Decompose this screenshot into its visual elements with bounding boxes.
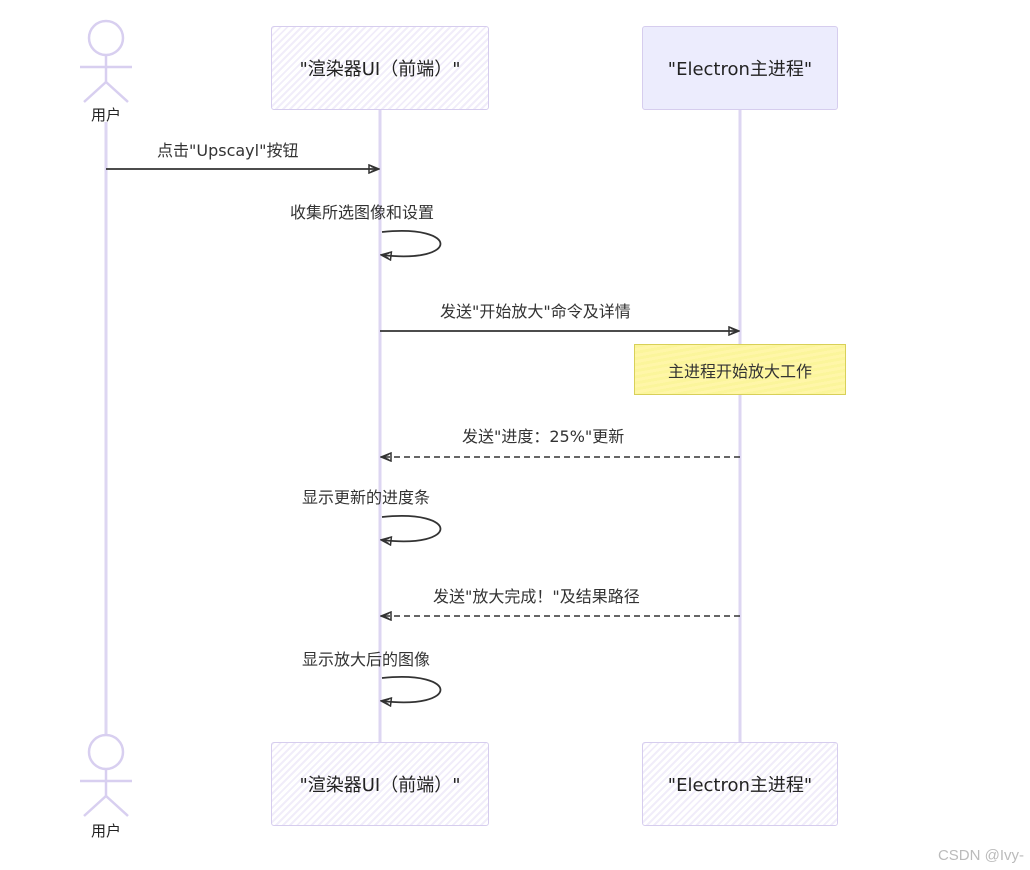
participant-renderer-bottom: "渲染器UI（前端）" — [271, 742, 489, 826]
self-loop-arrow — [382, 230, 442, 256]
message-label: 发送"开始放大"命令及详情 — [440, 302, 631, 321]
user-actor-icon — [80, 19, 132, 103]
message-label: 收集所选图像和设置 — [290, 203, 435, 222]
participant-main-top: "Electron主进程" — [642, 26, 838, 110]
note-main-process: 主进程开始放大工作 — [634, 344, 846, 395]
message-label: 显示更新的进度条 — [302, 488, 431, 507]
message-label: 显示放大后的图像 — [302, 650, 431, 669]
message-label: 点击"Upscayl"按钮 — [157, 141, 299, 160]
actor-label-top: 用户 — [90, 106, 121, 124]
watermark: CSDN @Ivy- — [937, 847, 1024, 864]
participant-main-bottom: "Electron主进程" — [642, 742, 838, 826]
actor-label-bottom: 用户 — [90, 822, 121, 840]
user-actor-icon — [80, 733, 132, 817]
self-loop-arrow — [382, 515, 442, 541]
participant-renderer-top: "渲染器UI（前端）" — [271, 26, 489, 110]
message-label: 发送"放大完成！"及结果路径 — [433, 587, 640, 606]
message-label: 发送"进度：25%"更新 — [462, 427, 625, 446]
self-loop-arrow — [382, 676, 442, 702]
